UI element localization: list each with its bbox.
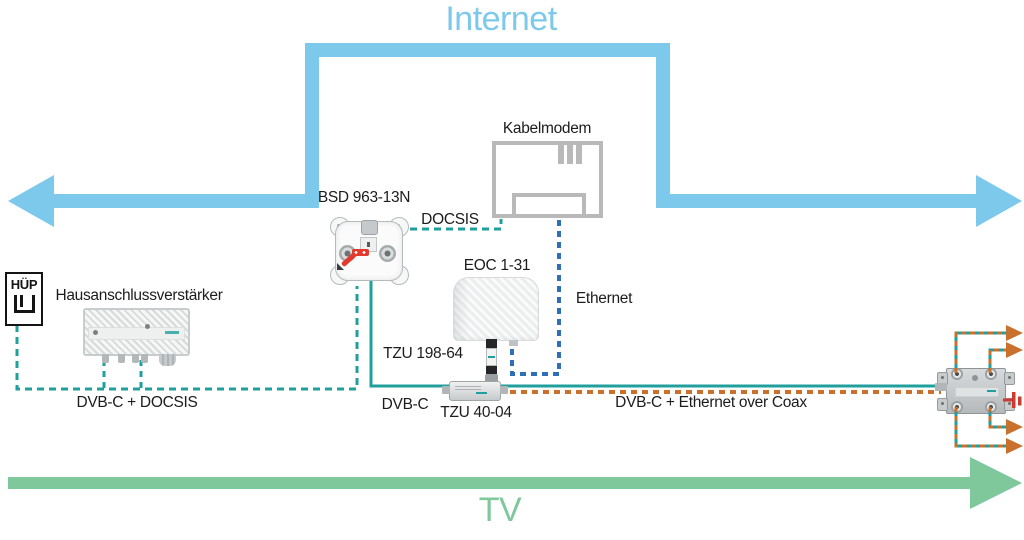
internet-arrow-right-icon — [976, 175, 1022, 227]
coax-dashed-huep-to-outlet — [15, 286, 359, 391]
tap-label: TZU 40-04 — [440, 404, 512, 421]
mounting-ear — [937, 398, 948, 411]
huep-box: HÜP — [5, 272, 43, 326]
dvbc-eoc-label: DVB-C + Ethernet over Coax — [615, 394, 807, 411]
vent — [558, 145, 564, 164]
eoc-label: EOC 1-31 — [463, 257, 531, 274]
ethernet-label: Ethernet — [575, 290, 633, 307]
eoc-device — [453, 277, 539, 346]
outlet-label: BSD 963-13N — [317, 189, 411, 206]
ethernet-dashed-line — [510, 220, 561, 376]
huep-label: HÜP — [10, 277, 38, 292]
tv-title: TV — [478, 491, 522, 529]
f-connector — [102, 354, 109, 363]
splitter-output-lines — [954, 331, 1008, 448]
splitter-port — [951, 368, 963, 380]
arrow-mark-icon — [337, 263, 344, 270]
eoc-connector — [509, 340, 518, 346]
screw-icon — [93, 330, 98, 335]
inline-adapter-device — [485, 339, 498, 383]
inline-adapter-label: TZU 198-64 — [383, 345, 463, 362]
modem-port — [361, 220, 378, 235]
screw-icon — [145, 324, 150, 329]
mounting-ear — [1004, 372, 1015, 385]
docsis-dashed-line — [398, 219, 503, 231]
cable-gland — [159, 354, 176, 366]
modem-slot — [512, 193, 586, 214]
vent — [576, 145, 582, 164]
f-connector — [132, 354, 139, 363]
modem-label: Kabelmodem — [502, 120, 592, 137]
terminator-icon — [1003, 392, 1022, 408]
internet-arrow-left-icon — [8, 175, 54, 227]
vent — [567, 145, 573, 164]
docsis-label: DOCSIS — [421, 211, 479, 228]
splitter-device — [935, 368, 1015, 414]
f-connector — [118, 354, 125, 363]
dvbc-label: DVB-C — [381, 396, 429, 413]
wall-outlet-device — [330, 217, 409, 285]
input-connector — [935, 383, 947, 391]
cable-modem-device — [492, 141, 603, 218]
screw-icon — [972, 375, 978, 381]
f-connector — [141, 354, 148, 363]
f-connector — [442, 386, 450, 394]
connector-symbol-icon — [13, 295, 35, 313]
radio-socket — [379, 245, 396, 262]
amplifier-label-strip — [88, 327, 185, 340]
internet-title: Internet — [445, 0, 557, 38]
tv-arrow-icon — [970, 457, 1022, 509]
red-bracket — [352, 249, 369, 256]
amplifier-device — [83, 308, 190, 366]
splitter-output-arrows — [1006, 325, 1023, 454]
splitter-label-strip — [955, 387, 999, 397]
internet-line — [52, 43, 978, 208]
amplifier-label: Hausanschlussverstärker — [55, 287, 223, 304]
splitter-port — [985, 368, 997, 380]
dvbc-solid-line — [369, 270, 941, 388]
f-connector — [500, 386, 508, 394]
tap-device — [442, 381, 508, 401]
tv-line — [8, 477, 972, 489]
dvbc-docsis-label: DVB-C + DOCSIS — [76, 394, 198, 411]
